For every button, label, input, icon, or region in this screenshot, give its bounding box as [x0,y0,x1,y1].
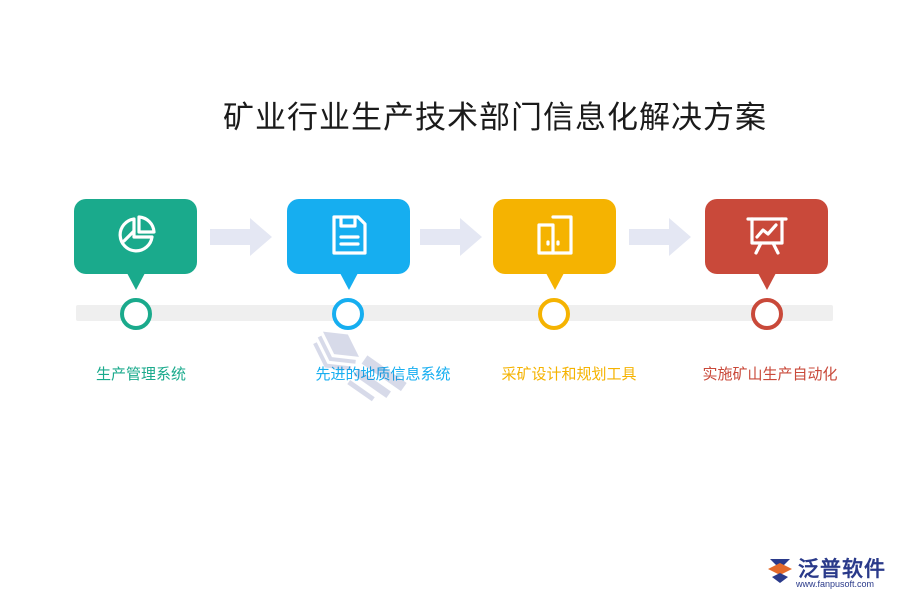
step-4-pointer [757,273,776,290]
step-1-pointer [126,273,145,290]
step-3-box [493,199,616,290]
step-1-label: 生产管理系统 [95,365,187,383]
step-1-box [74,199,197,290]
arrow-3-icon [629,218,691,256]
timeline-track [76,305,833,321]
brand-url: www.fanpusoft.com [796,579,875,589]
step-4-label: 实施矿山生产自动化 [702,365,838,383]
step-2-pointer [339,273,358,290]
page-title: 矿业行业生产技术部门信息化解决方案 [223,100,767,136]
step-4-dot [751,298,783,330]
step-3-dot [538,298,570,330]
pie-chart-icon [112,211,160,263]
arrow-2-icon [420,218,482,256]
document-icon [325,211,373,263]
step-3-pointer [545,273,564,290]
step-2-label: 先进的地质信息系统 [315,363,450,384]
step-1-dot [120,298,152,330]
step-4-box [705,199,828,290]
brand-mark-icon [768,559,792,583]
step-2-dot [332,298,364,330]
doors-icon [531,211,579,263]
arrow-1-icon [210,218,272,256]
watermark-logo-icon [313,331,407,402]
step-3-label: 采矿设计和规划工具 [501,365,637,383]
step-2-box [287,199,410,290]
brand-name: 泛普软件 [798,557,886,581]
presentation-chart-icon [743,211,791,263]
brand-logo: 泛普软件 www.fanpusoft.com [766,553,896,593]
